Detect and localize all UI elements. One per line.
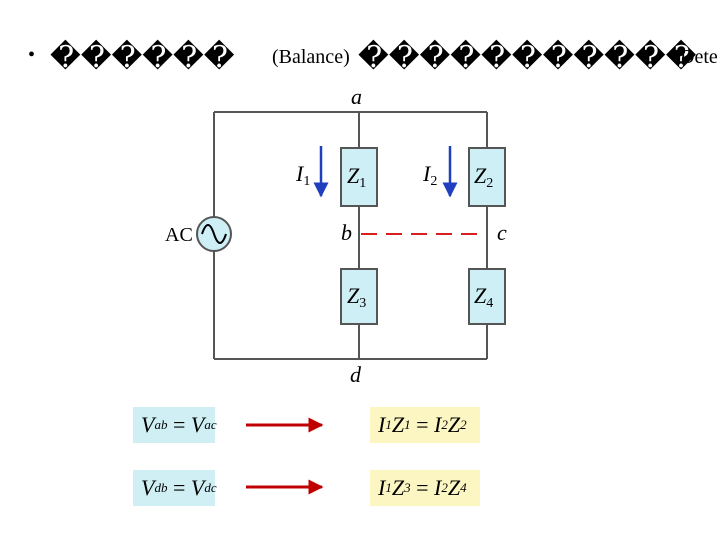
impedance-z2-box [468,147,506,207]
node-d-label: d [350,362,362,387]
node-c-label: c [497,220,507,245]
bullet: • [28,44,36,66]
ac-label: AC [165,224,193,246]
circuit-wires [213,111,488,360]
impedance-z3-label: Z3 [347,283,366,311]
node-a-label: a [351,84,362,109]
impedance-z2-label: Z2 [474,163,493,191]
title-garbled-text-left: ������ [50,41,235,74]
title-garbled-text-right: ����������� [358,41,697,74]
impedance-z1-box [340,147,378,207]
impedance-z4-box [468,268,506,325]
current-i2-label: I2 [422,161,437,189]
ac-source-icon [196,216,232,252]
title-tail-text: Dete [680,46,718,68]
current-i1-label: I1 [295,161,310,189]
impedance-z3-box [340,268,378,325]
impedance-z4-label: Z4 [474,283,493,311]
impedance-z1-label: Z1 [347,163,366,191]
slide-title: • ������ (Balance) ����������� Dete [28,38,720,78]
node-b-label: b [341,220,352,245]
title-balance-text: (Balance) [272,46,350,68]
